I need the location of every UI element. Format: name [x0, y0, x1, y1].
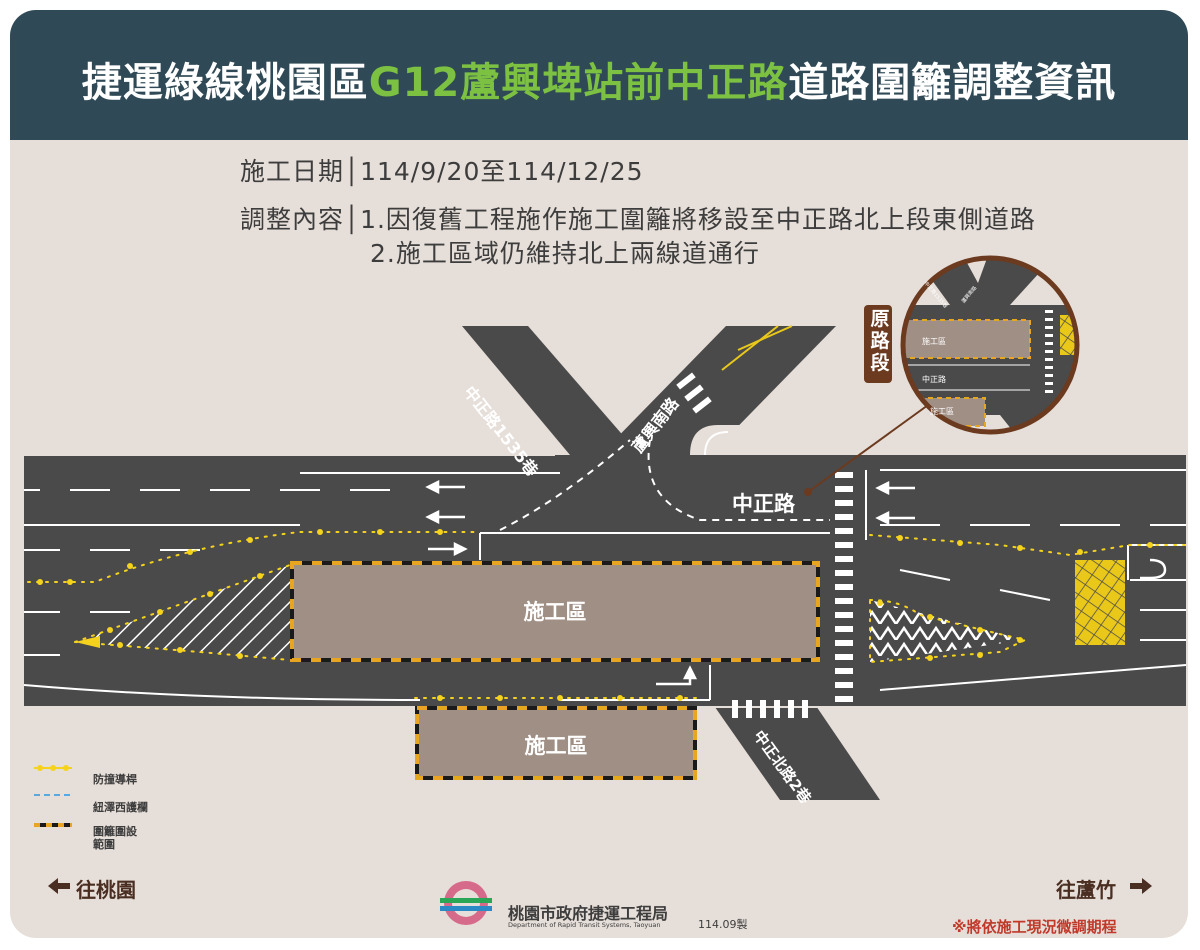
org-name: 桃園市政府捷運工程局 — [508, 904, 669, 923]
legend: 防撞導桿 紐澤西護欄 圍籬圍設範圍 — [40, 765, 148, 855]
org-name-en: Department of Rapid Transit Systems, Tao… — [508, 921, 661, 929]
crosswalk-lower — [732, 700, 808, 718]
work-zone-main — [290, 561, 820, 662]
content-line-1: 1.因復舊工程施作施工圍籬將移設至中正路北上段東側道路 — [360, 205, 1036, 234]
header-banner: 捷運綠線桃園區G12蘆興埤站前中正路道路圍籬調整資訊 — [10, 10, 1188, 140]
inset-work-zone-bottom: 施工區 — [930, 407, 954, 416]
legend-item-fence: 圍籬圍設範圍 — [93, 825, 137, 851]
crosswalk-upper — [676, 372, 712, 414]
page-title: 捷運綠線桃園區G12蘆興埤站前中正路道路圍籬調整資訊 — [10, 50, 1188, 108]
lane-1535-surface — [462, 326, 640, 455]
title-highlight: G12蘆興埤站前中正路 — [368, 60, 789, 106]
date-label: 施工日期 — [240, 157, 345, 186]
title-prefix: 捷運綠線桃園區 — [81, 60, 369, 106]
work-zone-lower — [415, 706, 697, 780]
inset-work-zone-top: 施工區 — [922, 337, 946, 346]
org-logo-icon — [440, 881, 492, 925]
legend-item-bollard: 防撞導桿 — [93, 772, 137, 786]
schedule-note: ※將依施工現況微調期程 — [952, 918, 1117, 936]
title-suffix: 道路圍籬調整資訊 — [788, 60, 1117, 106]
made-date: 114.09製 — [698, 918, 748, 931]
info-content-1: 調整內容│1.因復舊工程施作施工圍籬將移設至中正路北上段東側道路 — [240, 205, 1036, 234]
direction-right: 往蘆竹 — [1056, 878, 1116, 902]
inset-leader-line — [807, 399, 936, 493]
inset-road-label: 中正路 — [922, 375, 946, 384]
yellow-box-junction — [1075, 560, 1125, 645]
legend-marks — [34, 765, 72, 827]
info-content-line-2: 2.施工區域仍維持北上兩線道通行 — [370, 239, 760, 268]
content-label: 調整內容 — [240, 205, 345, 234]
date-value: 114/9/20至114/12/25 — [360, 157, 644, 186]
arrow-right-icon — [1130, 878, 1152, 894]
hatched-taper-right — [870, 600, 1025, 662]
info-date: 施工日期│114/9/20至114/12/25 — [240, 157, 644, 186]
bollard-dots — [37, 529, 1153, 701]
luxingnan-road-surface — [600, 326, 836, 455]
hatched-taper-left — [75, 565, 290, 660]
inset-label-tag — [864, 305, 892, 383]
work-zone-main-label: 施工區 — [523, 600, 587, 624]
lane-arrows — [425, 479, 1167, 686]
poster-card: 捷運綠線桃園區G12蘆興埤站前中正路道路圍籬調整資訊 施工日期│114/9/20… — [10, 10, 1188, 938]
road-label-zhongzheng: 中正路 — [732, 492, 795, 516]
north-lane2-surface — [710, 700, 880, 800]
direction-left: 往桃園 — [76, 878, 136, 902]
crosswalk-main — [835, 472, 853, 702]
road-map — [23, 255, 1187, 925]
work-zone-lower-label: 施工區 — [524, 734, 588, 758]
arrow-left-icon — [48, 878, 70, 894]
legend-item-barrier: 紐澤西護欄 — [93, 800, 148, 814]
inset-label: 原路段 — [870, 308, 890, 374]
